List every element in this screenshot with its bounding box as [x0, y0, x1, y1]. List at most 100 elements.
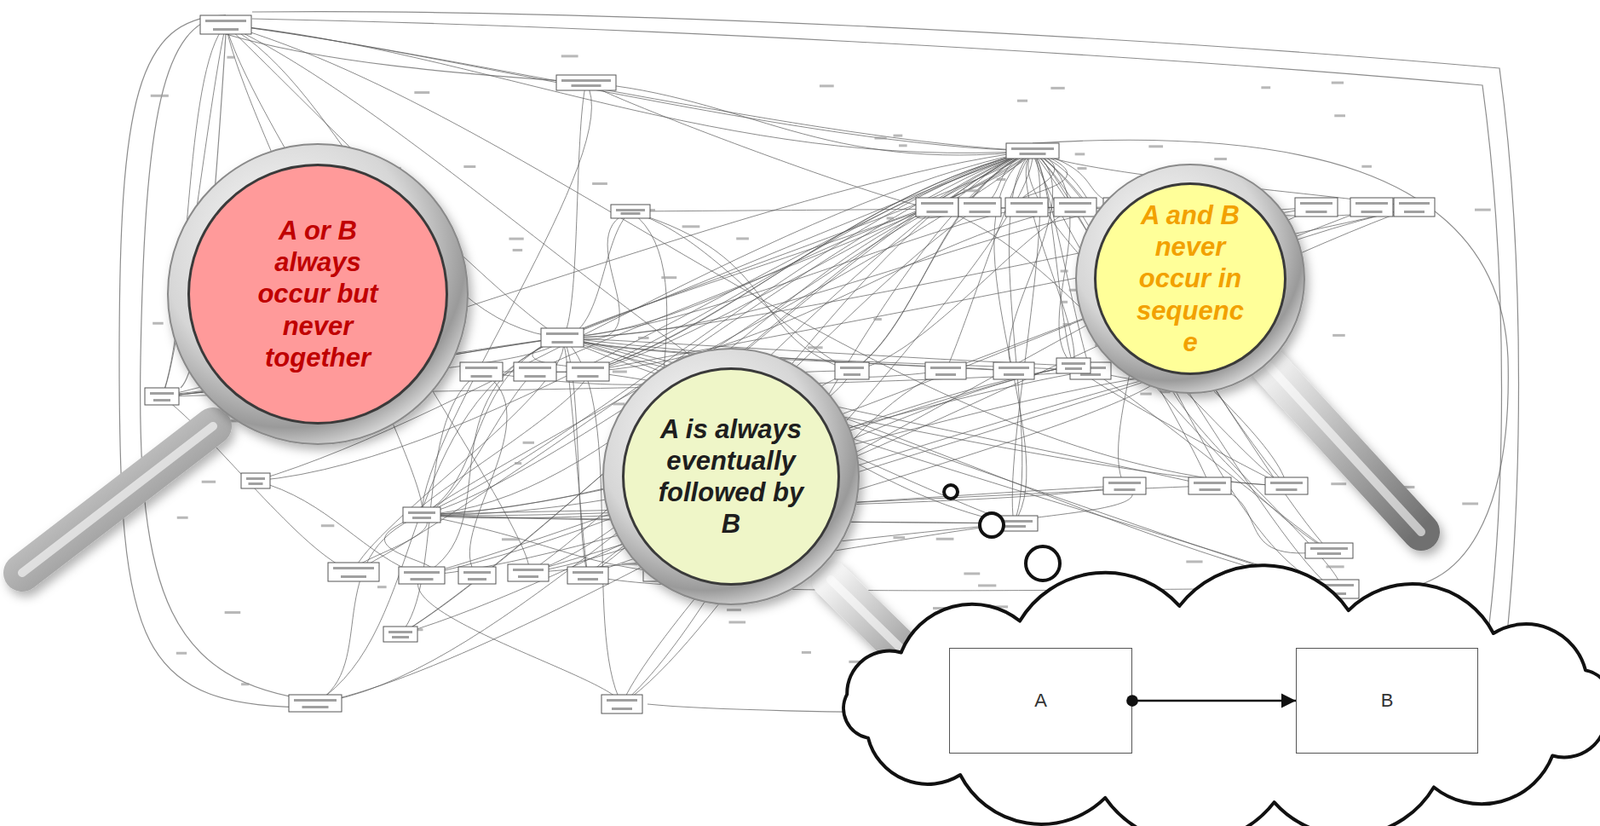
- activity-box: [1006, 143, 1059, 159]
- process-arc: [851, 207, 1076, 371]
- arc-label-blur: [1060, 270, 1069, 273]
- activity-box-blur: [302, 705, 329, 708]
- activity-box-blur: [1058, 201, 1092, 205]
- process-arc: [587, 150, 1033, 372]
- magnifier: [22, 143, 468, 573]
- arc-label-blur: [1361, 165, 1372, 168]
- activity-box-outline: [601, 694, 643, 714]
- arc-label-blur: [414, 91, 430, 94]
- activity-box-outline: [1294, 197, 1338, 217]
- process-arc: [1032, 139, 1508, 588]
- constraint-text: A and B never occur in sequence: [1131, 199, 1249, 358]
- activity-box: [925, 362, 967, 380]
- activity-box: A: [949, 647, 1133, 754]
- arc-label-blur: [621, 562, 639, 565]
- process-arc: [562, 150, 1033, 338]
- response-connector: [1132, 699, 1296, 703]
- arc-label-blur: [612, 402, 625, 405]
- activity-box-outline: [1006, 143, 1059, 159]
- activity-box: [1188, 477, 1232, 495]
- process-arc: [562, 150, 1033, 338]
- activity-box-blur: [471, 374, 493, 378]
- process-arc: [225, 24, 530, 573]
- arc-label-blur: [1331, 81, 1344, 85]
- arc-label-blur: [224, 610, 242, 614]
- activity-box-blur: [388, 630, 413, 634]
- arc-label-blur: [377, 585, 387, 588]
- activity-box-blur: [1010, 201, 1043, 205]
- process-arc: [225, 34, 587, 83]
- activity-label: B: [1381, 689, 1394, 712]
- thought-dot: [943, 484, 958, 499]
- activity-box-blur: [1011, 147, 1054, 150]
- activity-box-blur: [1001, 524, 1026, 528]
- activity-box-blur: [467, 577, 487, 581]
- activity-box-blur: [552, 340, 574, 344]
- activity-box-outline: [288, 694, 342, 712]
- activity-box: [958, 197, 1002, 217]
- arc-label-blur: [523, 441, 535, 444]
- process-arc: [562, 150, 1033, 338]
- arc-label-blur: [892, 134, 903, 138]
- arc-label-blur: [874, 137, 887, 140]
- activity-box-outline: [383, 626, 418, 642]
- arc-label-blur: [638, 336, 650, 340]
- activity-box: [566, 362, 610, 381]
- activity-box-blur: [512, 568, 544, 571]
- activity-box: [458, 566, 496, 584]
- arc-label-blur: [661, 276, 677, 279]
- activity-box-blur: [963, 201, 996, 205]
- arc-label-blur: [1461, 501, 1479, 505]
- process-arc: [587, 150, 1033, 372]
- arc-label-blur: [886, 216, 894, 219]
- activity-box-outline: [1056, 357, 1091, 374]
- activity-box-blur: [561, 79, 611, 82]
- process-arc: [400, 150, 1033, 634]
- activity-box-blur: [1064, 210, 1087, 213]
- activity-box-blur: [340, 575, 367, 578]
- activity-box-blur: [410, 577, 434, 581]
- activity-box-blur: [1276, 488, 1298, 491]
- activity-box-blur: [293, 698, 337, 702]
- activity-box-blur: [149, 391, 174, 395]
- activity-box-outline: [1053, 197, 1097, 217]
- constraint-lens: A and B never occur in sequence: [1093, 182, 1287, 375]
- activity-box-outline: [610, 204, 651, 219]
- activity-box: [601, 694, 643, 714]
- arc-label-blur: [819, 84, 835, 87]
- arc-label-blur: [1077, 166, 1088, 170]
- process-arc: [225, 24, 1033, 153]
- activity-box-outline: [1393, 197, 1435, 217]
- activity-box: [1350, 197, 1393, 217]
- activity-box-blur: [611, 707, 633, 710]
- arc-label-blur: [226, 56, 235, 59]
- activity-box-blur: [615, 208, 645, 212]
- process-arc: [1032, 150, 1330, 551]
- activity-box: [288, 694, 342, 712]
- thought-cloud: [843, 564, 1600, 826]
- process-arc: [400, 150, 1033, 634]
- arc-label-blur: [321, 523, 334, 527]
- activity-box-blur: [1310, 546, 1348, 550]
- activity-box: [915, 197, 959, 217]
- activity-box-blur: [212, 28, 239, 31]
- activity-box-outline: [398, 566, 445, 584]
- activity-box-outline: [834, 362, 870, 380]
- arc-label-blur: [1059, 300, 1068, 304]
- arc-label-blur: [729, 620, 747, 623]
- arc-label-blur: [1185, 559, 1203, 563]
- arc-label-blur: [1148, 144, 1163, 148]
- activity-box-blur: [1270, 481, 1303, 484]
- activity-box-outline: [1103, 477, 1146, 495]
- activity-box: [1294, 197, 1338, 217]
- arc-label-blur: [1332, 333, 1345, 337]
- activity-box-blur: [518, 366, 552, 369]
- process-arc: [630, 211, 852, 371]
- activity-box-blur: [1199, 488, 1221, 491]
- arc-label-blur: [682, 224, 701, 228]
- activity-box-blur: [935, 373, 956, 376]
- activity-box-blur: [205, 19, 247, 23]
- activity-box-blur: [1003, 373, 1025, 376]
- constraint-text: A is always eventually followed by B: [654, 413, 808, 541]
- process-arc: [562, 211, 631, 338]
